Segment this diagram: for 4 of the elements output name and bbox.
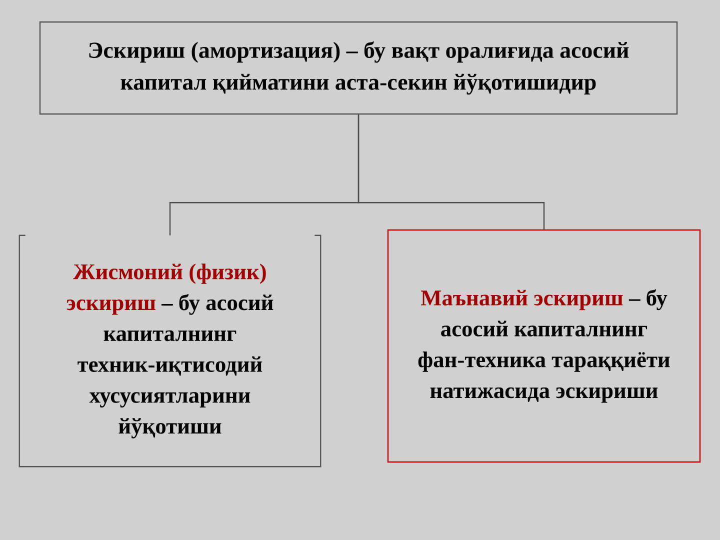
definition-box: Жисмоний (физик) эскириш – бу асосий капиталнинг техник-иқтисодий хусусиятларини йўқотиши xyxy=(18,234,322,468)
connector-line xyxy=(358,114,545,230)
definition-box: Эскириш (амортизация) – бу вақт оралиғида асосий капитал қийматини аста-секин йўқотишидир xyxy=(39,21,678,115)
definition-box: Маънавий эскириш – бу асосий капиталнинг фан-техника тараққиёти натижасида эскириши xyxy=(387,229,701,463)
